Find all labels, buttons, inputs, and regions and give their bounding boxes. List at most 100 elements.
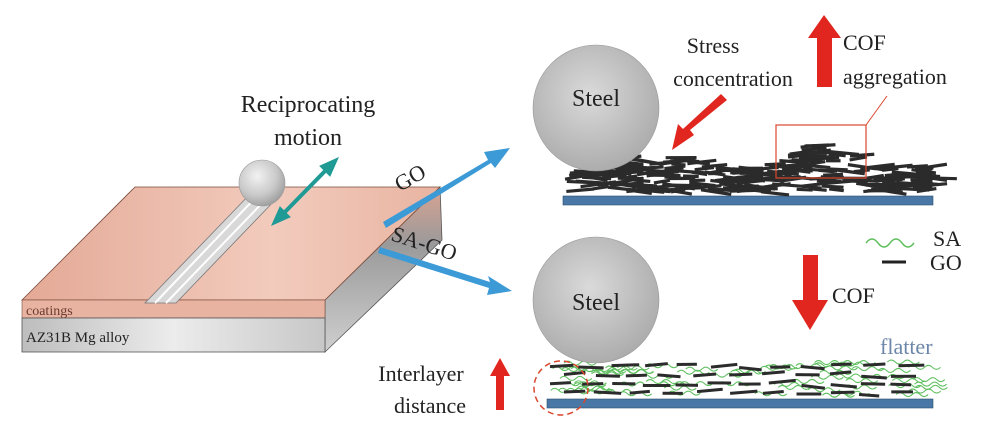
steel-ball-top — [532, 44, 660, 172]
go-flake — [632, 189, 653, 196]
motion-label-line2: motion — [274, 125, 342, 151]
go-flake — [911, 168, 937, 175]
go-arrow-icon — [383, 148, 510, 228]
go-flake — [662, 158, 696, 164]
sa-chain — [577, 385, 610, 391]
sa-legend-icon — [865, 238, 915, 248]
stress-arrow-icon — [672, 94, 727, 150]
go-flake — [890, 382, 912, 387]
sa-chain — [908, 388, 942, 394]
bottom-panel: Steel COF flatter Interlayer distance — [378, 236, 948, 418]
sa-chain — [680, 381, 713, 387]
interlayer-label-line1: Interlayer — [378, 361, 464, 386]
go-flake — [917, 176, 933, 182]
flatter-label: flatter — [880, 334, 933, 359]
go-flake — [855, 181, 891, 191]
go-flake — [913, 185, 933, 191]
go-flake — [906, 173, 936, 178]
sa-chain — [791, 378, 825, 384]
go-flake — [647, 166, 684, 176]
go-flake — [736, 179, 763, 185]
go-flake — [657, 373, 681, 379]
go-flake — [625, 373, 647, 378]
steel-label-top: Steel — [572, 86, 620, 112]
top-panel: Steel Stress concentration COF aggregati… — [532, 15, 957, 206]
sa-chain — [593, 368, 627, 374]
go-flake — [802, 148, 832, 156]
go-flake — [566, 187, 595, 194]
go-flake — [673, 169, 708, 175]
go-flake — [715, 165, 743, 172]
steel-label-bottom: Steel — [572, 290, 620, 316]
go-flake — [597, 180, 629, 187]
cof-label-bottom: COF — [832, 283, 875, 308]
go-flake — [729, 389, 758, 395]
go-flake-stack — [564, 143, 957, 197]
sa-chain — [561, 367, 594, 373]
go-flake — [827, 149, 860, 157]
sa-chain — [570, 366, 604, 372]
go-flake — [563, 370, 586, 376]
go-flake — [690, 184, 722, 190]
go-flake — [675, 383, 699, 387]
go-flake — [801, 182, 821, 188]
go-flake — [611, 363, 640, 368]
go-flake — [829, 370, 852, 376]
go-flake — [738, 365, 762, 372]
go-flake — [549, 381, 572, 386]
sa-go-arrow-icon — [378, 247, 512, 295]
go-flake — [916, 186, 937, 194]
go-flake — [761, 190, 790, 197]
go-flake — [592, 184, 609, 191]
go-flake — [629, 389, 650, 395]
steel-ball-bottom — [532, 236, 660, 364]
go-flake — [762, 390, 784, 395]
contact-highlight-circle — [533, 360, 589, 416]
go-flake — [898, 363, 925, 368]
go-flake — [766, 169, 799, 176]
go-flake — [710, 362, 738, 369]
go-flake — [644, 362, 668, 368]
go-flake — [830, 390, 855, 395]
go-flake — [563, 389, 586, 394]
go-flake — [653, 178, 671, 185]
go-flake — [739, 168, 764, 174]
go-flake — [758, 186, 778, 191]
go-flake — [791, 158, 823, 164]
go-flake — [801, 383, 826, 390]
go-flake — [710, 178, 733, 185]
sa-chain — [915, 384, 948, 390]
go-flake — [682, 174, 699, 179]
go-flake — [914, 162, 948, 171]
go-flake — [870, 187, 903, 194]
go-flake — [804, 143, 830, 148]
go-flake — [690, 160, 711, 166]
go-flake — [883, 163, 913, 170]
go-flake — [772, 163, 803, 172]
go-flake — [828, 187, 844, 193]
go-flake — [860, 382, 886, 386]
go-flake — [861, 374, 887, 380]
go-flake — [663, 183, 696, 188]
alloy-layer — [21, 317, 326, 353]
go-flake — [914, 170, 932, 176]
steel-ball-small — [238, 159, 286, 207]
sa-chain — [851, 366, 885, 372]
sa-chain — [645, 379, 679, 385]
go-flake — [729, 372, 753, 377]
go-flake — [662, 186, 687, 193]
go-flake — [849, 152, 875, 158]
go-flake — [738, 165, 757, 171]
go-flake — [881, 166, 899, 172]
sa-chain — [825, 365, 858, 371]
coatings-label: coatings — [26, 304, 73, 319]
go-flake — [829, 167, 865, 176]
sa-chain — [667, 390, 701, 396]
go-flake — [645, 165, 664, 170]
go-flake — [671, 162, 686, 167]
sa-go-flake-stack — [549, 359, 948, 398]
coated-substrate-block: coatings AZ31B Mg alloy — [21, 186, 443, 353]
aggregation-leader — [865, 95, 888, 126]
